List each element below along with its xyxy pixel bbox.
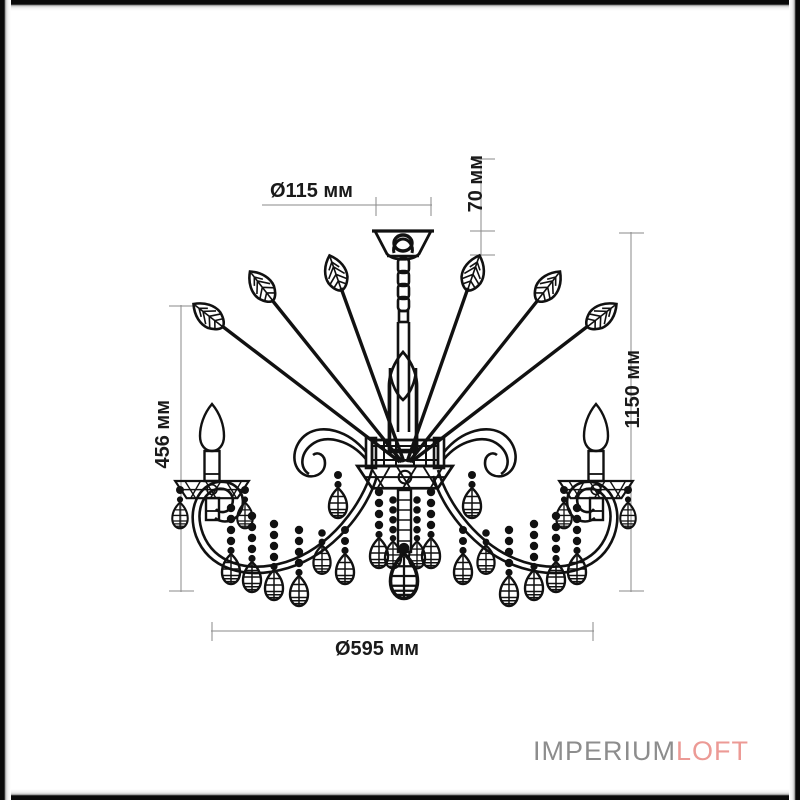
decorative-spikes (185, 250, 625, 464)
crystal-fringe-center (370, 488, 440, 601)
dim-label-canopy-height: 70 мм (465, 155, 487, 213)
suspension-chain (396, 256, 411, 324)
central-column (387, 322, 419, 454)
chandelier-body (171, 229, 637, 606)
watermark-secondary: LOFT (676, 736, 750, 766)
scroll-pendants (327, 471, 483, 520)
dim-label-overall-diameter: Ø595 мм (335, 638, 420, 660)
dim-label-total-height: 1150 мм (622, 350, 644, 429)
candle-left (171, 402, 254, 530)
center-hub (355, 436, 455, 490)
dim-label-canopy-diameter: Ø115 мм (270, 180, 353, 202)
crystal-fringe-left (222, 504, 356, 606)
candle-right (555, 402, 637, 530)
watermark-logo: IMPERIUMLOFT (533, 736, 749, 767)
crystal-fringe-right (452, 504, 586, 606)
dim-label-fixture-height: 456 мм (152, 400, 174, 469)
watermark-primary: IMPERIUM (533, 736, 676, 766)
ceiling-canopy (372, 229, 434, 261)
